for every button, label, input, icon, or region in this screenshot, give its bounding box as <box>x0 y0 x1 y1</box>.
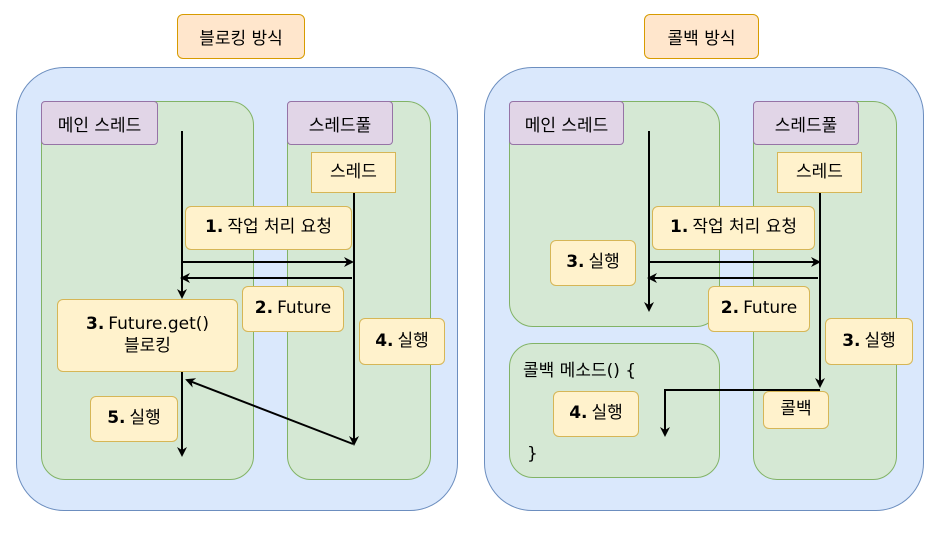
callback-step4-num: 4. <box>569 403 588 424</box>
callback-method-open: 콜백 메소드() { <box>523 361 637 381</box>
callback-step1-text: 작업 처리 요청 <box>692 217 797 238</box>
callback-step3a-num: 3. <box>566 252 585 273</box>
blocking-step1-text: 작업 처리 요청 <box>227 217 332 238</box>
blocking-step2-text: Future <box>277 298 332 319</box>
blocking-step2-num: 2. <box>254 298 274 319</box>
callback-callback-text: 콜백 <box>780 399 812 420</box>
callback-step2-num: 2. <box>720 298 740 319</box>
callback-step4-note: 4. 실행 <box>553 391 639 437</box>
blocking-title: 블로킹 방식 <box>177 14 305 59</box>
callback-thread-box: 스레드 <box>777 152 862 193</box>
blocking-step4-note: 4. 실행 <box>359 318 445 365</box>
callback-step2-note: 2. Future <box>708 286 810 332</box>
blocking-main-thread-label: 메인 스레드 <box>41 101 158 145</box>
callback-thread-pool-label: 스레드풀 <box>753 101 859 145</box>
callback-step3b-text: 실행 <box>864 330 896 351</box>
blocking-title-text: 블로킹 방식 <box>199 29 283 49</box>
blocking-step3-sub: 블로킹 <box>124 335 171 356</box>
blocking-step5-num: 5. <box>107 408 126 429</box>
blocking-thread-pool-text: 스레드풀 <box>308 115 372 136</box>
blocking-step5-text: 실행 <box>129 408 161 429</box>
blocking-step3-text: Future.get() <box>108 314 210 335</box>
callback-main-thread-text: 메인 스레드 <box>524 115 609 136</box>
callback-step1-num: 1. <box>670 217 689 238</box>
callback-step1-note: 1. 작업 처리 요청 <box>652 206 815 250</box>
blocking-step2-note: 2. Future <box>242 286 344 332</box>
callback-title-text: 콜백 방식 <box>667 29 736 49</box>
blocking-thread-pool-label: 스레드풀 <box>287 101 393 145</box>
blocking-step1-num: 1. <box>205 217 224 238</box>
callback-title: 콜백 방식 <box>644 14 759 59</box>
blocking-main-thread-text: 메인 스레드 <box>57 115 142 136</box>
callback-step3a-note: 3. 실행 <box>550 240 636 286</box>
blocking-step4-text: 실행 <box>397 330 429 351</box>
blocking-step3-note: 3.Future.get() 블로킹 <box>57 299 238 372</box>
callback-step3b-note: 3. 실행 <box>825 318 913 365</box>
callback-step3a-text: 실행 <box>588 252 620 273</box>
blocking-step5-note: 5. 실행 <box>90 396 178 442</box>
blocking-step4-num: 4. <box>375 330 394 351</box>
callback-step4-text: 실행 <box>591 403 623 424</box>
callback-step3b-num: 3. <box>842 330 861 351</box>
callback-thread-pool-text: 스레드풀 <box>774 115 838 136</box>
blocking-step3-line1: 3.Future.get() <box>86 314 209 335</box>
blocking-thread-text: 스레드 <box>330 161 377 182</box>
blocking-thread-box: 스레드 <box>311 152 396 193</box>
callback-step2-text: Future <box>743 298 798 319</box>
blocking-step3-num: 3. <box>85 314 105 335</box>
callback-main-thread-label: 메인 스레드 <box>509 101 624 145</box>
callback-thread-text: 스레드 <box>796 161 843 182</box>
callback-method-close: } <box>527 444 538 464</box>
callback-callback-box: 콜백 <box>763 391 829 429</box>
blocking-step1-note: 1. 작업 처리 요청 <box>185 206 352 250</box>
